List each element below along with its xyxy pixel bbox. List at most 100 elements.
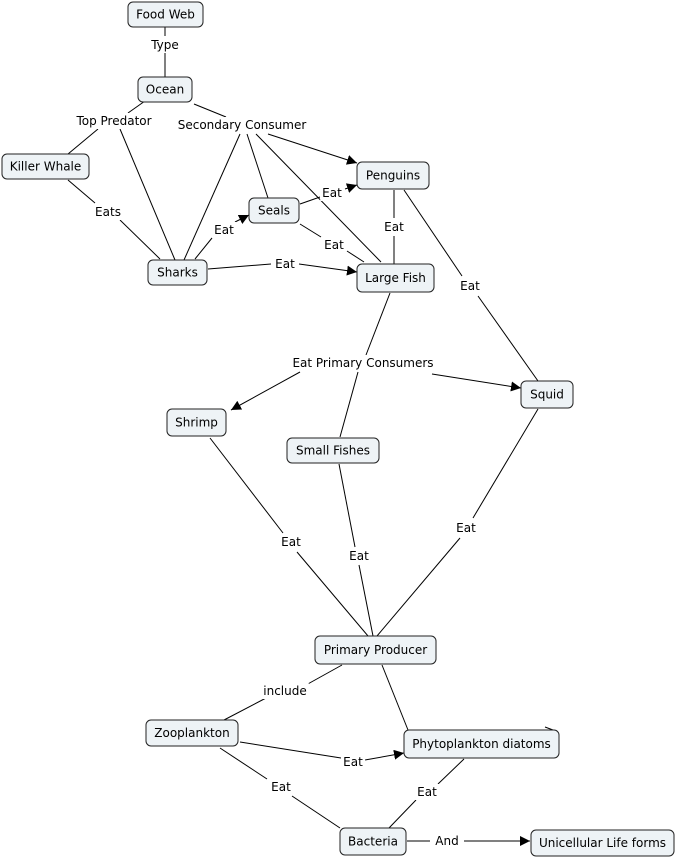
edge-phyto-eat-bacteria-b (388, 799, 417, 829)
edge-seals-eat-largefish-b (346, 250, 365, 263)
edge-label-background (415, 784, 440, 800)
node-sharks-label: Sharks (157, 266, 198, 280)
edge-squid-eat-a (472, 408, 539, 519)
edge-zooplankton-eat-bacteria-a (219, 747, 268, 780)
edge-producer-phytoplankton (381, 664, 409, 731)
node-ocean-label: Ocean (146, 83, 184, 97)
edge-shrimp-eat-a (209, 437, 284, 534)
edge-phyto-eat-bacteria-a (437, 758, 465, 785)
node-killer-whale[interactable]: Killer Whale (1, 153, 90, 180)
node-phytoplankton-diatoms-label: Phytoplankton diatoms (412, 737, 551, 751)
edge-secondary-seals (246, 133, 269, 199)
edge-sharks-eat-seals-a (194, 237, 213, 260)
edge-producer-include (305, 664, 343, 686)
edge-label-background (73, 113, 154, 129)
edges (67, 27, 554, 846)
edge-sharks-eat-largefish-b (298, 263, 358, 276)
edge-smallfishes-eat-a (338, 463, 356, 548)
edge-label-background (261, 683, 309, 699)
node-small-fishes[interactable]: Small Fishes (286, 437, 380, 464)
edge-label-background (347, 548, 372, 564)
edge-primaryconsumers-shrimp (230, 371, 301, 411)
label-eat-squid: Eat (456, 521, 476, 535)
node-ocean[interactable]: Ocean (137, 76, 193, 103)
label-secondary-consumer: Secondary Consumer (178, 118, 307, 132)
edge-label-background (433, 833, 461, 849)
label-eat-zoo-bacteria: Eat (271, 780, 291, 794)
label-top-predator: Top Predator (75, 114, 151, 128)
edge-sharks-eat-largefish-a (207, 263, 272, 270)
edge-label-background (322, 237, 347, 253)
edge-secondary-penguins (267, 133, 358, 165)
edge-eats-sharks (119, 219, 161, 260)
edge-label-background (458, 278, 483, 294)
node-shrimp[interactable]: Shrimp (166, 408, 227, 437)
node-primary-producer[interactable]: Primary Producer (314, 635, 437, 665)
node-phytoplankton-diatoms[interactable]: Phytoplankton diatoms (403, 729, 560, 759)
edge-toppredator-killerwhale (67, 128, 99, 155)
edge-secondary-sharks (183, 133, 241, 261)
label-eat-zoo-phyto: Eat (343, 755, 363, 769)
edge-shrimp-eat-b (296, 551, 369, 637)
node-zooplankton[interactable]: Zooplankton (145, 719, 239, 747)
node-small-fishes-label: Small Fishes (296, 444, 370, 458)
edge-smallfishes-eat-b (358, 564, 374, 637)
label-eat-penguins-largefish: Eat (384, 220, 404, 234)
edge-sharks-eat-seals-b (234, 214, 250, 224)
node-large-fish[interactable]: Large Fish (356, 263, 435, 293)
edge-labels: Type Top Predator Secondary Consumer Eat… (73, 37, 483, 849)
edge-zooplankton-eat-phyto-b (364, 749, 405, 761)
node-zooplankton-label: Zooplankton (154, 726, 229, 740)
node-seals-label: Seals (258, 204, 290, 218)
edge-label-background (273, 256, 298, 272)
node-unicellular-life-forms[interactable]: Unicellular Life forms (530, 829, 675, 857)
node-sharks[interactable]: Sharks (147, 259, 208, 286)
edge-label-background (279, 534, 304, 550)
edge-label-background (212, 222, 237, 238)
label-eat-phyto-bacteria: Eat (417, 785, 437, 799)
edge-seals-eat-penguins-b (344, 183, 358, 193)
edge-ocean-secondary (193, 103, 227, 118)
node-squid[interactable]: Squid (520, 380, 574, 409)
node-bacteria[interactable]: Bacteria (339, 827, 407, 856)
label-include: include (263, 684, 306, 698)
edge-zooplankton-eat-bacteria-b (291, 795, 341, 829)
node-unicellular-life-forms-label: Unicellular Life forms (539, 836, 666, 850)
node-squid-label: Squid (530, 388, 564, 402)
node-penguins[interactable]: Penguins (356, 161, 430, 190)
node-seals[interactable]: Seals (248, 197, 300, 224)
label-eat-sharks-largefish: Eat (275, 257, 295, 271)
edge-label-background (290, 355, 436, 371)
edge-primaryconsumers-squid (431, 373, 522, 392)
node-penguins-label: Penguins (366, 169, 420, 183)
label-eat-penguins-squid: Eat (460, 279, 480, 293)
edge-label-background (269, 779, 294, 795)
edge-label-background (320, 185, 345, 201)
edge-toppredator-sharks (119, 128, 176, 261)
node-food-web[interactable]: Food Web (127, 1, 204, 28)
edge-primaryconsumers-smallfishes (339, 371, 359, 438)
edge-squid-eat-b (376, 537, 461, 637)
label-eat-seals-largefish: Eat (324, 238, 344, 252)
edge-penguins-eat-squid-a (403, 189, 463, 277)
label-type: Type (150, 38, 179, 52)
edge-label-background (454, 520, 479, 536)
label-eat-primary-consumers: Eat Primary Consumers (292, 356, 433, 370)
edge-label-background (175, 117, 309, 133)
label-eat-shrimp: Eat (281, 535, 301, 549)
label-eat-seals-penguins: Eat (322, 186, 342, 200)
edge-label-background (93, 204, 123, 220)
edge-seals-eat-largefish-a (299, 223, 322, 238)
label-and: And (435, 834, 458, 848)
node-bacteria-label: Bacteria (348, 835, 398, 849)
label-eat-smallfishes: Eat (349, 549, 369, 563)
edge-label-background (382, 219, 407, 235)
node-large-fish-label: Large Fish (365, 271, 426, 285)
label-eat-sharks-seals: Eat (214, 223, 234, 237)
edge-largefish-primaryconsumers (365, 292, 391, 356)
edge-label-background (341, 754, 366, 770)
node-killer-whale-label: Killer Whale (10, 160, 82, 174)
edge-label-background (148, 37, 181, 53)
